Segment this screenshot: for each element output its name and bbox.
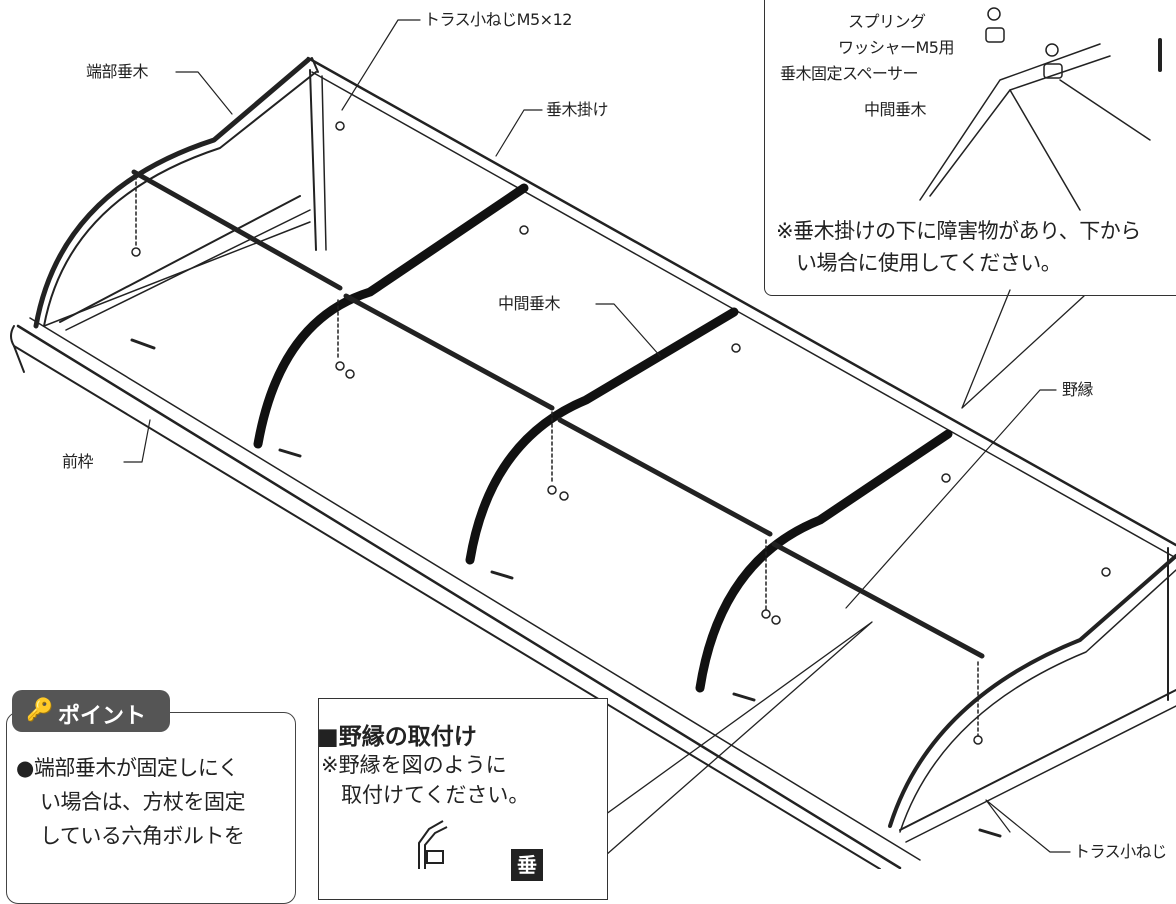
middle-rafter-1	[253, 183, 529, 449]
inset-note-line2: い場合に使用してください。	[796, 251, 1062, 275]
point-line2: い場合は、方杖を固定	[40, 790, 246, 814]
batten-profile-icon	[418, 820, 448, 869]
section-note-line1: ※野縁を図のように	[321, 753, 507, 777]
rafter-hanger-line	[306, 56, 1176, 547]
inset-washer-label: ワッシャーM5用	[838, 38, 955, 57]
point-line3: している六角ボルトを	[40, 824, 245, 848]
inset-note-line1: ※垂木掛けの下に障害物があり、下から	[776, 219, 1141, 243]
middle-rafter-2	[465, 307, 739, 565]
inset-spring-label: スプリング	[848, 12, 926, 31]
front-frame-line	[16, 324, 902, 869]
middle-rafter-label: 中間垂木	[498, 294, 561, 313]
point-title: ポイント	[58, 704, 147, 729]
inset-spacer-label: 垂木固定スペーサー	[780, 64, 919, 83]
batten-label: 野縁	[1062, 380, 1094, 399]
rafter-hanger-label: 垂木掛け	[546, 100, 609, 119]
end-rafter-right	[888, 554, 1176, 828]
section-note-line2: 取付けてください。	[341, 783, 530, 807]
key-icon: 🔑	[26, 698, 54, 723]
batten-1	[131, 169, 343, 291]
point-line1: ●端部垂木が固定しにく	[16, 756, 239, 780]
front-frame-label: 前枠	[62, 452, 94, 471]
end-rafter-left	[33, 57, 311, 329]
inset-middle-rafter-label: 中間垂木	[864, 100, 927, 119]
assembly-diagram	[10, 7, 1176, 869]
batten-installation-box: ■野縁の取付け ※野縁を図のように 取付けてください。 垂	[317, 698, 608, 900]
truss-screw-top-label: トラス小ねじM5×12	[424, 10, 572, 29]
end-rafter-label: 端部垂木	[86, 62, 149, 81]
inset-detail-box	[764, 0, 1176, 296]
middle-rafter-3	[695, 429, 953, 693]
truss-screw-bottom-label: トラス小ねじ	[1074, 842, 1167, 861]
point-tab: 🔑 ポイント	[12, 690, 170, 732]
section-title: ■野縁の取付け	[317, 724, 477, 750]
rafter-badge: 垂	[511, 849, 543, 881]
